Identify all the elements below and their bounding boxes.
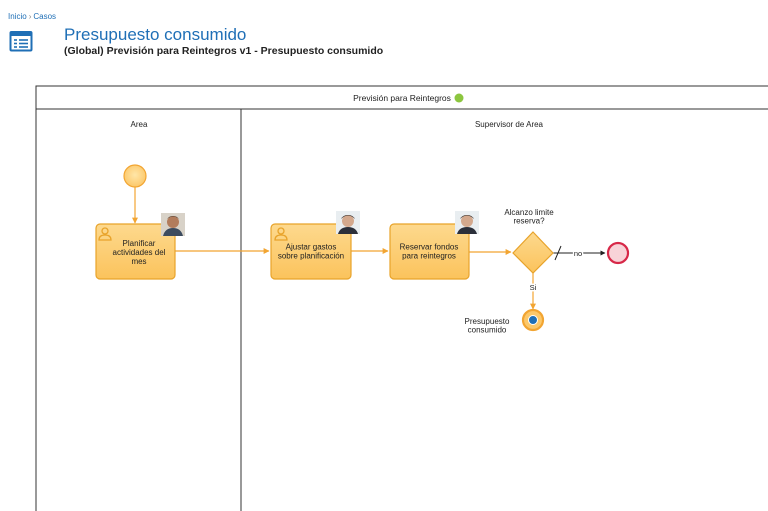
breadcrumb-cases-link[interactable]: Casos [33, 12, 57, 21]
lane-label-supervisor: Supervisor de Area [475, 120, 544, 129]
default-flow-slash [554, 245, 562, 261]
performer-avatar [336, 211, 360, 234]
pool-status-indicator [454, 93, 464, 103]
label-line: Ajustar gastos [286, 243, 337, 252]
presupuesto-consumido-event[interactable] [521, 308, 545, 332]
performer-avatar [161, 213, 185, 236]
label-line: Reservar fondos [400, 243, 459, 252]
sequence-flows: no Si [132, 187, 606, 310]
pool: Previsión para Reintegros [35, 85, 768, 511]
lane-area: Area [131, 109, 242, 511]
process-list-icon [9, 31, 33, 52]
breadcrumb-separator: › [28, 12, 32, 21]
breadcrumb: Inicio›Casos [8, 12, 56, 21]
pool-title: Previsión para Reintegros [353, 93, 451, 103]
start-event[interactable] [123, 164, 147, 188]
label-line: sobre planificación [278, 252, 344, 261]
label-line: reserva? [513, 216, 545, 225]
label-line: mes [131, 257, 146, 266]
label-line: Alcanzo limite [504, 208, 554, 217]
label-line: consumido [468, 325, 507, 334]
performer-avatar [455, 211, 479, 234]
lane-supervisor: Supervisor de Area [475, 120, 544, 129]
label-line: Presupuesto [465, 317, 510, 326]
flow-label-no: no [574, 249, 582, 258]
exclusive-gateway[interactable] [512, 231, 554, 274]
label-line: actividades del [113, 248, 166, 257]
breadcrumb-home-link[interactable]: Inicio [8, 12, 27, 21]
page-title: Presupuesto consumido [64, 25, 247, 44]
end-event[interactable] [606, 241, 630, 265]
flow-label-yes: Si [530, 283, 537, 292]
label-line: para reintegros [402, 252, 456, 261]
page-subtitle: (Global) Previsión para Reintegros v1 - … [64, 45, 384, 57]
lane-label-area: Area [131, 120, 148, 129]
label-line: Planificar [123, 239, 156, 248]
